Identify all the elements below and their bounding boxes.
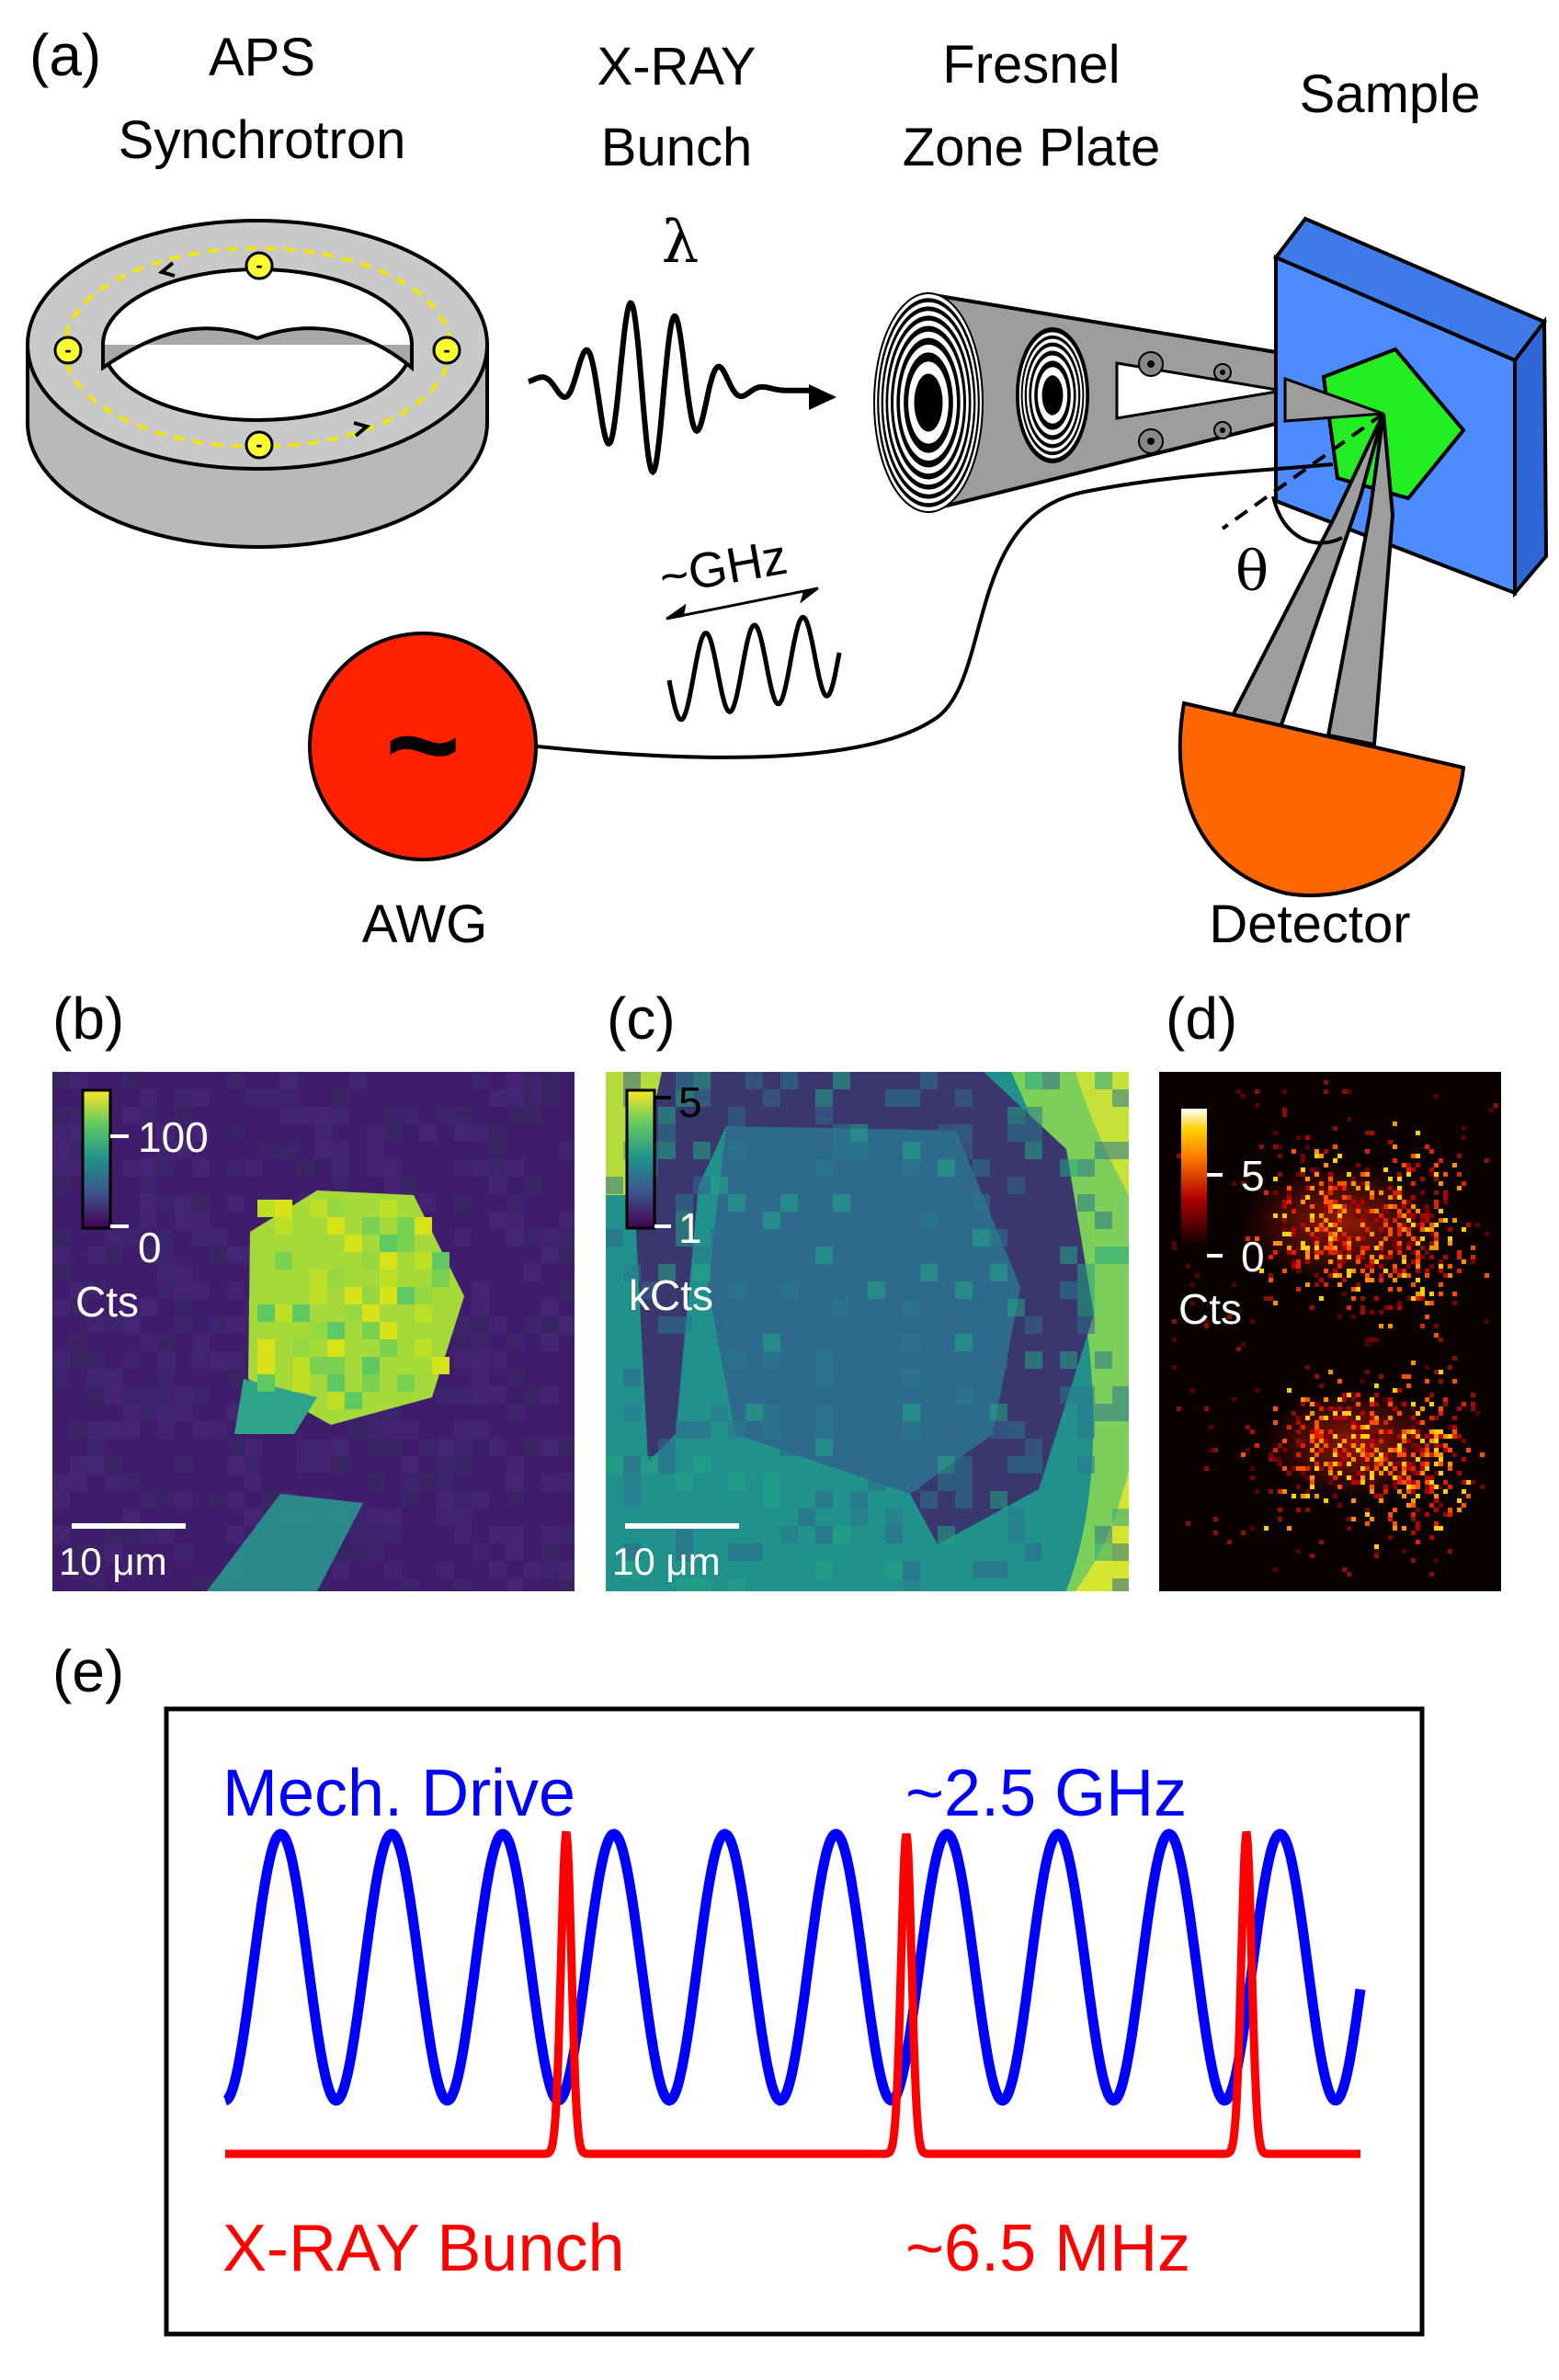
electron-icon: -	[245, 430, 274, 460]
panel-d: (d) 5 0 Cts	[1159, 985, 1501, 1591]
rf-wave-icon: ~GHz	[655, 530, 842, 723]
colorbar-unit-label: kCts	[629, 1271, 713, 1319]
xrf-map-image	[52, 1072, 575, 1591]
xray-wave-icon: λ	[528, 209, 836, 476]
electron-icon: -	[432, 336, 461, 365]
diffraction-map-image	[606, 1072, 1129, 1591]
xray-label-line2: Bunch	[601, 118, 752, 177]
synchrotron-label-line2: Synchrotron	[119, 110, 406, 170]
panel-c: (c) 5 1 kCts 10 μm	[606, 985, 1129, 1591]
panel-b: (b) 100 0 Cts 10 μm	[52, 985, 575, 1591]
timing-plot-frame	[164, 1706, 1425, 2337]
device-pentagon	[1321, 347, 1466, 501]
drive-label: Mech. Drive	[222, 1757, 575, 1830]
wavelength-symbol: λ	[662, 209, 700, 277]
colorbar-max-label: 5	[1241, 1152, 1265, 1200]
electron-icon: -	[245, 251, 274, 280]
scale-bar-label: 10 μm	[59, 1540, 167, 1583]
bunch-label: X-RAY Bunch	[222, 2212, 625, 2285]
bunch-frequency-label: ~6.5 MHz	[905, 2212, 1190, 2285]
svg-text:-: -	[256, 433, 262, 456]
awg-label: AWG	[362, 894, 487, 954]
colorbar-min-label: 0	[1241, 1233, 1265, 1281]
detector-label: Detector	[1209, 894, 1410, 954]
panel-c-label: (c)	[607, 985, 676, 1052]
colorbar-unit-label: Cts	[1178, 1285, 1242, 1333]
scale-bar-label: 10 μm	[612, 1540, 721, 1583]
stroboscopic-map-image	[1159, 1072, 1501, 1591]
svg-text:-: -	[256, 254, 262, 277]
rf-cable	[537, 462, 1334, 759]
panel-a-label: (a)	[29, 22, 101, 88]
colorbar	[625, 1088, 656, 1230]
fresnel-label-line1: Fresnel	[942, 35, 1120, 95]
detector: Detector	[1178, 700, 1466, 954]
svg-text:-: -	[443, 338, 449, 361]
panel-a: (a) APS Synchrotron X-RAY Bunch Fresnel …	[26, 22, 1549, 954]
colorbar-min-label: 0	[138, 1224, 162, 1271]
rf-frequency-label: ~GHz	[655, 530, 791, 606]
drive-waveform	[222, 1828, 1366, 2106]
xray-label-line1: X-RAY	[597, 37, 757, 97]
colorbar-max-label: 5	[678, 1078, 702, 1126]
synchrotron-ring: - - - -	[26, 219, 489, 549]
panel-e-label: (e)	[52, 1638, 124, 1704]
colorbar-min-label: 1	[678, 1204, 702, 1252]
panel-e: (e) Mech. Drive ~2.5 GHz X-RAY Bunch ~6.…	[52, 1638, 1425, 2337]
panel-d-label: (d)	[1166, 985, 1237, 1052]
svg-text:-: -	[64, 338, 71, 361]
colorbar	[81, 1088, 112, 1230]
theta-symbol: θ	[1235, 540, 1269, 604]
awg-source: ~ AWG	[308, 632, 538, 954]
synchrotron-label-line1: APS	[209, 28, 315, 87]
sample-block	[1272, 216, 1549, 598]
colorbar-max-label: 100	[138, 1113, 209, 1161]
sample-label: Sample	[1300, 64, 1481, 124]
panel-b-label: (b)	[52, 985, 124, 1052]
colorbar	[1181, 1109, 1207, 1247]
xray-bunch-waveform	[225, 1830, 1360, 2158]
fresnel-label-line2: Zone Plate	[903, 118, 1161, 177]
electron-icon: -	[53, 336, 83, 365]
drive-frequency-label: ~2.5 GHz	[905, 1757, 1187, 1830]
colorbar-unit-label: Cts	[75, 1278, 139, 1326]
sine-wave-icon: ~	[385, 672, 461, 816]
fresnel-zone-plate	[873, 291, 1291, 513]
